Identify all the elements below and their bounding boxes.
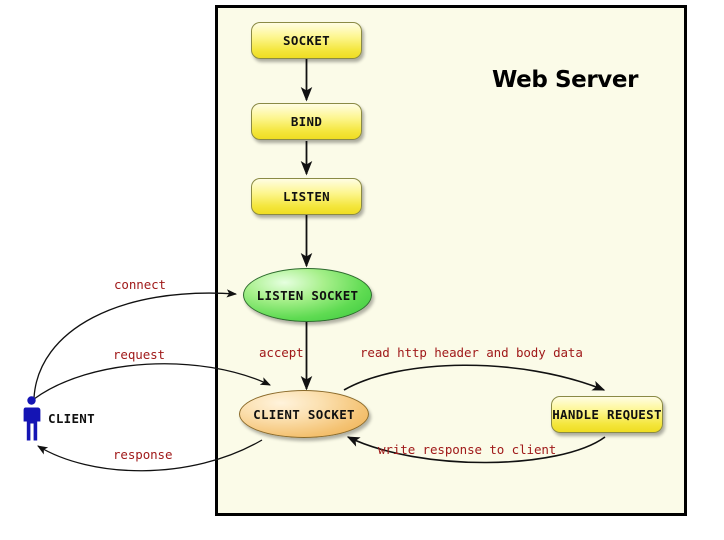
edge-label-response: response [113,447,173,462]
node-handle-request[interactable]: HANDLE REQUEST [551,396,663,433]
edge-connect [33,289,238,399]
node-bind[interactable]: BIND [251,103,362,140]
client-actor-label: CLIENT [48,411,95,426]
node-listen-socket[interactable]: LISTEN SOCKET [243,268,372,322]
node-handle-request-label: HANDLE REQUEST [552,407,662,422]
node-listen[interactable]: LISTEN [251,178,362,215]
node-listen-socket-label: LISTEN SOCKET [256,287,359,303]
edge-label-accept: accept [259,345,304,360]
node-client-socket-label: CLIENT SOCKET [253,406,355,422]
node-bind-label: BIND [290,114,323,129]
node-socket-label: SOCKET [283,33,330,48]
edge-label-request: request [113,347,165,362]
edge-label-connect: connect [114,277,166,292]
node-client-socket[interactable]: CLIENT SOCKET [239,390,369,438]
node-listen-label: LISTEN [283,189,330,204]
node-socket[interactable]: SOCKET [251,22,362,59]
edge-label-read-http: read http header and body data [360,345,583,360]
web-server-title: Web Server [491,67,639,93]
edge-label-write-response: write response to client [378,442,557,457]
client-actor-icon [23,396,41,441]
